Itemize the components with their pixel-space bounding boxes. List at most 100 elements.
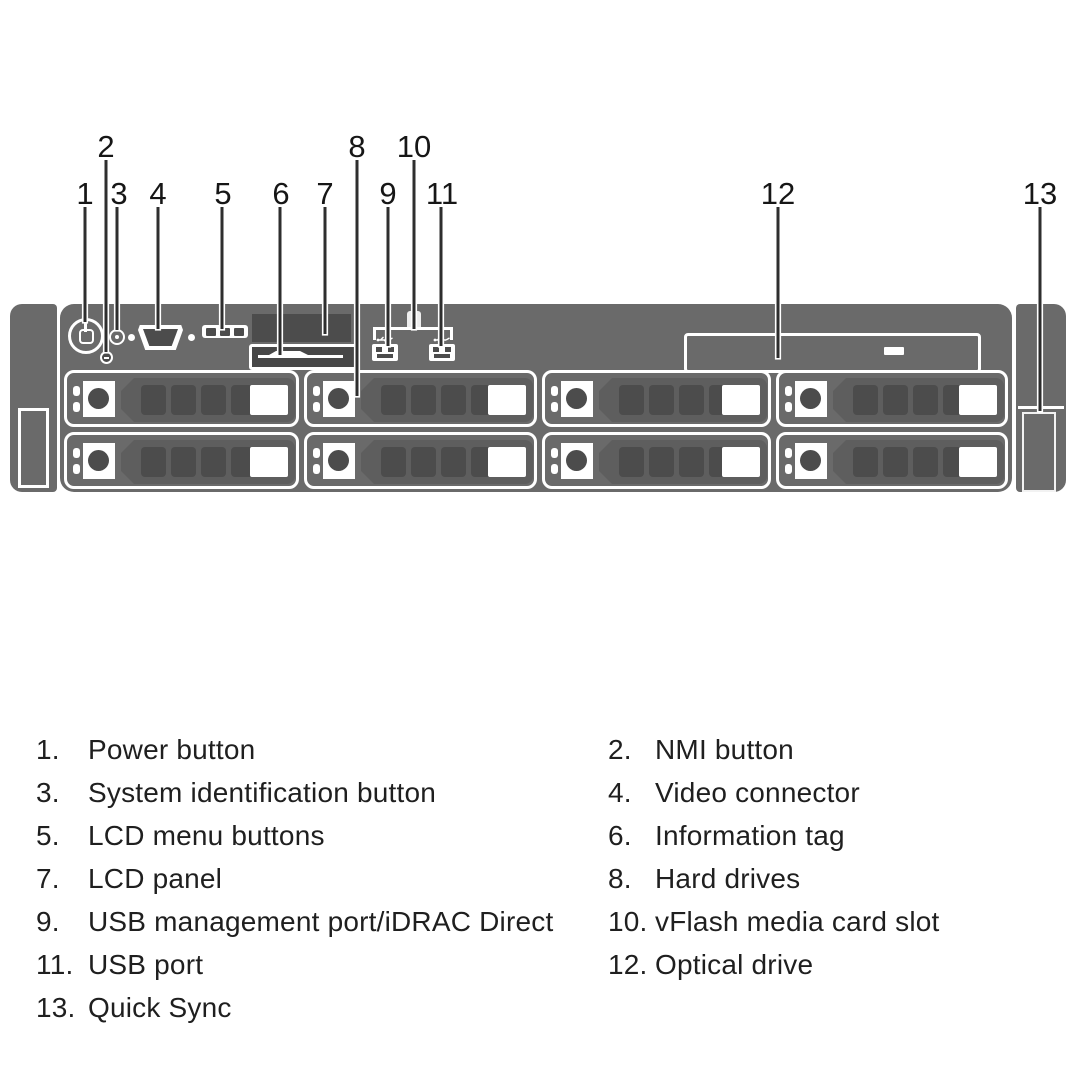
- drive-release-circle: [88, 388, 109, 409]
- callout-line-8: [355, 160, 359, 396]
- callout-line-12: [776, 207, 780, 358]
- legend-item-number: 7.: [36, 863, 60, 894]
- optical-eject-button: [884, 347, 904, 355]
- drive-release-circle: [328, 450, 349, 471]
- power-button-icon: [68, 318, 104, 354]
- drive-label-area: [250, 447, 288, 477]
- callout-number-8: 8: [348, 129, 366, 164]
- drive-vent: [679, 447, 704, 477]
- system-id-dot: [115, 335, 119, 339]
- callout-number-13: 13: [1022, 176, 1058, 211]
- callout-number-6: 6: [272, 176, 290, 211]
- legend-item-label: USB port: [88, 949, 204, 980]
- callout-line-9: [386, 207, 390, 346]
- callout-line-10: [412, 160, 416, 329]
- drive-label-area: [488, 447, 526, 477]
- legend-item-label: USB management port/iDRAC Direct: [88, 906, 554, 937]
- drive-release-button: [323, 443, 355, 479]
- drive-vent: [883, 447, 908, 477]
- callout-number-7: 7: [316, 176, 334, 211]
- drive-release-button: [561, 381, 593, 417]
- drive-release-circle: [328, 388, 349, 409]
- drive-vent: [883, 385, 908, 415]
- legend-item-number: 6.: [608, 820, 632, 851]
- legend-item-number: 2.: [608, 734, 632, 765]
- callout-number-9: 9: [379, 176, 397, 211]
- drive-vent: [141, 385, 166, 415]
- legend-item-number: 1.: [36, 734, 60, 765]
- usb-management-port: [372, 344, 398, 361]
- callout-line-4: [156, 207, 160, 329]
- drive-led: [785, 448, 792, 458]
- legend-item-number: 3.: [36, 777, 60, 808]
- legend-item-number: 4.: [608, 777, 632, 808]
- video-connector-socket: [143, 329, 178, 346]
- information-tag-handle: [258, 351, 343, 358]
- lcd-key-left: [206, 327, 216, 336]
- drive-handle: [361, 440, 533, 484]
- drive-vent: [411, 385, 436, 415]
- legend-item-label: Optical drive: [655, 949, 814, 980]
- drive-vent: [171, 385, 196, 415]
- callout-number-10: 10: [396, 129, 432, 164]
- drive-carrier: [304, 432, 537, 489]
- legend-item-label: Video connector: [655, 777, 860, 808]
- video-screw-left: [128, 334, 135, 341]
- drive-vent: [649, 447, 674, 477]
- callout-line-2: [104, 160, 108, 352]
- drive-label-area: [959, 385, 997, 415]
- vflash-bracket-stub: [450, 327, 453, 340]
- drive-vent: [381, 385, 406, 415]
- drive-carrier: [64, 370, 299, 427]
- callout-number-1: 1: [76, 176, 94, 211]
- drive-led: [551, 448, 558, 458]
- drive-label-area: [250, 385, 288, 415]
- drive-carrier: [776, 370, 1008, 427]
- nmi-dash: [104, 356, 109, 359]
- usb-slot: [434, 354, 450, 358]
- vflash-bracket-stub: [373, 327, 376, 340]
- callout-number-5: 5: [214, 176, 232, 211]
- drive-vent: [649, 385, 674, 415]
- drive-led: [73, 386, 80, 396]
- drive-vent: [381, 447, 406, 477]
- legend-item-label: System identification button: [88, 777, 437, 808]
- drive-led: [551, 402, 558, 412]
- drive-led: [73, 464, 80, 474]
- left-rack-ear: [10, 304, 57, 492]
- drive-vent: [171, 447, 196, 477]
- callout-number-2: 2: [97, 129, 115, 164]
- drive-handle: [833, 378, 1004, 422]
- drive-led: [313, 448, 320, 458]
- lcd-panel: [252, 314, 351, 342]
- drive-release-circle: [800, 450, 821, 471]
- legend-item-label: Hard drives: [655, 863, 801, 894]
- drive-led: [785, 464, 792, 474]
- legend-item-number: 9.: [36, 906, 60, 937]
- legend-item-label: Information tag: [655, 820, 845, 851]
- drive-vent: [619, 385, 644, 415]
- callout-number-12: 12: [760, 176, 796, 211]
- callout-line-3: [115, 207, 119, 330]
- callout-line-1: [83, 207, 87, 322]
- drive-release-button: [795, 443, 827, 479]
- drive-label-area: [722, 385, 760, 415]
- drive-release-button: [83, 443, 115, 479]
- drive-vent: [201, 385, 226, 415]
- drive-release-circle: [800, 388, 821, 409]
- drive-handle: [121, 440, 295, 484]
- callout-line-11: [439, 207, 443, 346]
- drive-label-area: [722, 447, 760, 477]
- nmi-button-icon: [100, 351, 113, 364]
- drive-carrier: [542, 370, 771, 427]
- drive-handle: [361, 378, 533, 422]
- drive-release-circle: [566, 388, 587, 409]
- legend-item-number: 10.: [608, 906, 648, 937]
- power-symbol-bar: [84, 323, 87, 332]
- drive-label-area: [959, 447, 997, 477]
- drive-led: [785, 402, 792, 412]
- drive-release-button: [323, 381, 355, 417]
- lcd-key-right: [234, 327, 244, 336]
- legend-item-label: Power button: [88, 734, 256, 765]
